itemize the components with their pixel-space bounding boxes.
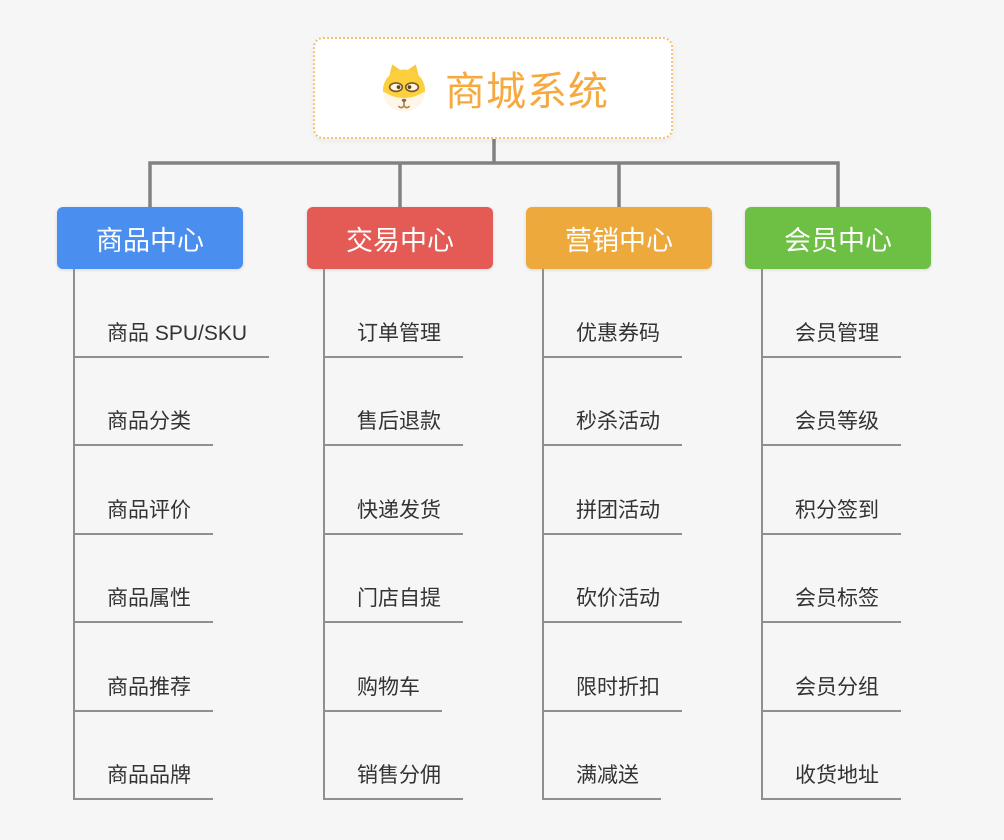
child-node[interactable]: 拼团活动 (542, 494, 682, 535)
child-node[interactable]: 商品分类 (73, 405, 213, 446)
dog-icon (377, 61, 431, 115)
branch-children-product-center: 商品 SPU/SKU 商品分类 商品评价 商品属性 商品推荐 商品品牌 (73, 269, 325, 800)
branch-node-product-center[interactable]: 商品中心 (57, 207, 243, 269)
branch-children-member-center: 会员管理 会员等级 积分签到 会员标签 会员分组 收货地址 (761, 269, 1004, 800)
child-node[interactable]: 会员分组 (761, 671, 901, 712)
child-node[interactable]: 优惠券码 (542, 317, 682, 358)
branch-node-trade-center[interactable]: 交易中心 (307, 207, 493, 269)
child-node[interactable]: 商品推荐 (73, 671, 213, 712)
child-node[interactable]: 收货地址 (761, 759, 901, 800)
child-node[interactable]: 限时折扣 (542, 671, 682, 712)
child-node[interactable]: 会员标签 (761, 582, 901, 623)
child-node[interactable]: 商品品牌 (73, 759, 213, 800)
branch-children-marketing-center: 优惠券码 秒杀活动 拼团活动 砍价活动 限时折扣 满减送 (542, 269, 794, 800)
child-node[interactable]: 会员管理 (761, 317, 901, 358)
child-node[interactable]: 订单管理 (323, 317, 463, 358)
child-node[interactable]: 商品属性 (73, 582, 213, 623)
child-node[interactable]: 商品评价 (73, 494, 213, 535)
child-node[interactable]: 购物车 (323, 671, 442, 712)
child-node[interactable]: 商品 SPU/SKU (73, 317, 270, 358)
child-node[interactable]: 销售分佣 (323, 759, 463, 800)
branch-children-trade-center: 订单管理 售后退款 快递发货 门店自提 购物车 销售分佣 (323, 269, 575, 800)
child-node[interactable]: 秒杀活动 (542, 405, 682, 446)
branch-node-marketing-center[interactable]: 营销中心 (526, 207, 712, 269)
branch-node-member-center[interactable]: 会员中心 (745, 207, 931, 269)
child-node[interactable]: 售后退款 (323, 405, 463, 446)
child-node[interactable]: 积分签到 (761, 494, 901, 535)
child-node[interactable]: 会员等级 (761, 405, 901, 446)
root-title: 商城系统 (445, 70, 609, 114)
child-node[interactable]: 满减送 (542, 759, 661, 800)
child-node[interactable]: 快递发货 (323, 494, 463, 535)
child-node[interactable]: 砍价活动 (542, 582, 682, 623)
child-node[interactable]: 门店自提 (323, 582, 463, 623)
root-node[interactable]: 商城系统 (313, 37, 673, 139)
